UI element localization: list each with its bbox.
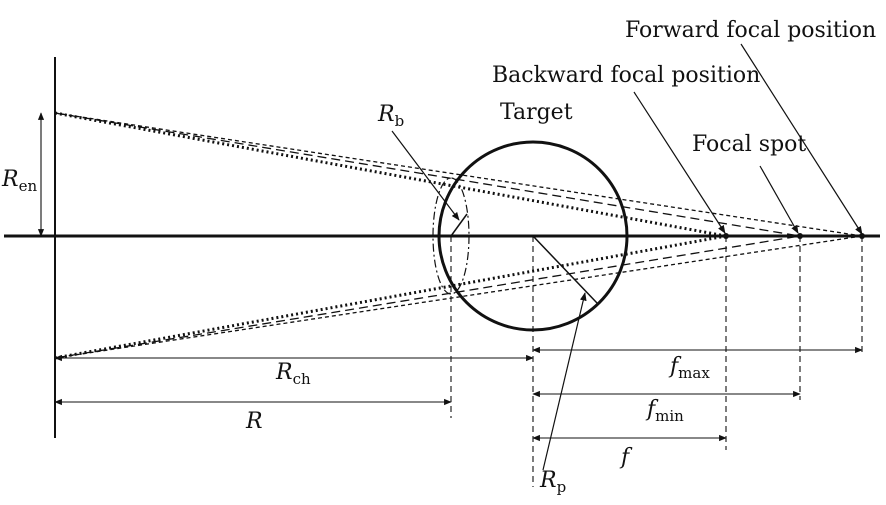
- f-label: f: [619, 445, 633, 470]
- rp-label: Rp: [539, 468, 566, 496]
- rays-forward-focus: [54, 112, 863, 359]
- dimension-arrows: [37, 112, 863, 442]
- fmax-label: fmax: [668, 354, 710, 382]
- focal-spot-label: Focal spot: [692, 132, 806, 157]
- rch-label: Rch: [275, 360, 311, 388]
- backward-focal-label: Backward focal position: [492, 63, 760, 88]
- r-label: R: [245, 409, 263, 434]
- leader-arrows: [391, 43, 863, 471]
- forward-focal-label: Forward focal position: [625, 18, 876, 43]
- reference-lines: [450, 236, 863, 487]
- fmin-label: fmin: [645, 397, 684, 425]
- target-label: Target: [500, 100, 573, 125]
- ren-label: Ren: [1, 167, 37, 195]
- rays-backward-focus: [54, 111, 727, 360]
- rp-radius-line: [532, 235, 598, 304]
- rb-radius-line: [450, 213, 468, 237]
- rb-label: Rb: [377, 102, 404, 130]
- beam-ellipse: [432, 177, 470, 295]
